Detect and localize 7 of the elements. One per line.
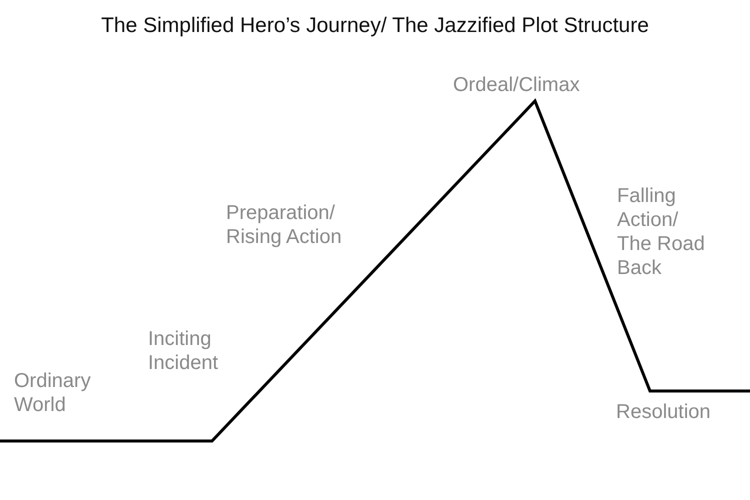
stage-label: Resolution [616,400,712,424]
stage-label: Preparation/ Rising Action [226,201,343,249]
stage-label: Ordinary World [14,369,92,417]
stage-label: Ordeal/Climax [453,73,581,97]
diagram-title: The Simplified Hero’s Journey/ The Jazzified Plot Structure [100,14,650,38]
stage-label: Inciting Incident [148,327,220,375]
stage-label: Falling Action/ The Road Back [617,184,706,280]
